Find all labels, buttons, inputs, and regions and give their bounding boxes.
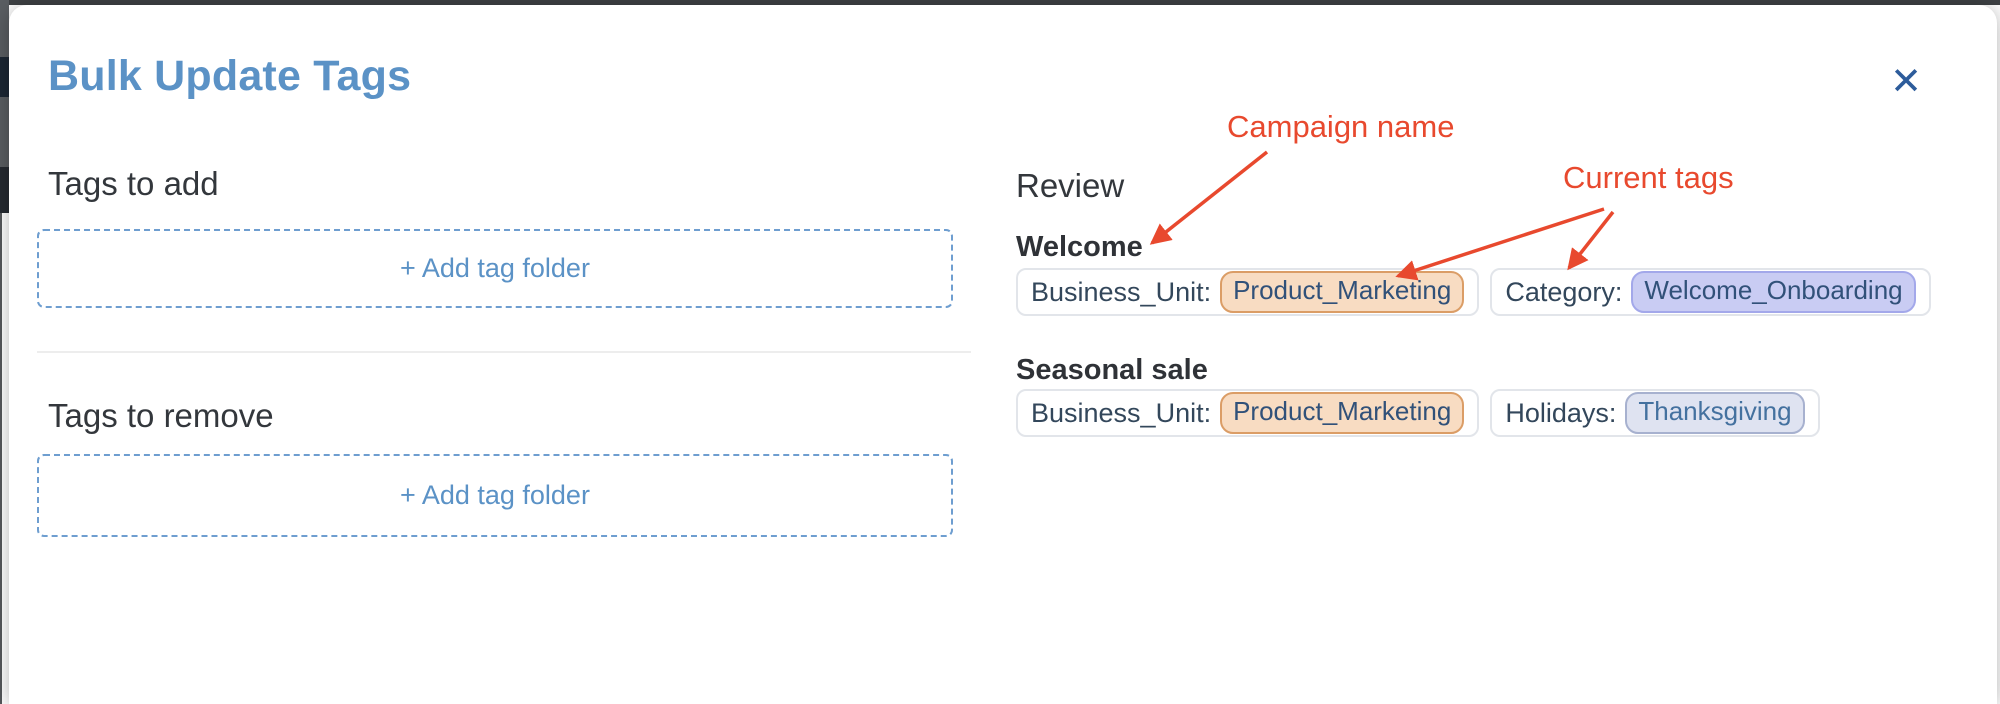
annotation-current-tags: Current tags <box>1563 160 1734 195</box>
add-tag-folder-dropzone-add[interactable]: + Add tag folder <box>37 229 953 308</box>
campaign-name-seasonal-sale: Seasonal sale <box>1016 354 1208 386</box>
annotation-campaign-name: Campaign name <box>1227 109 1455 144</box>
section-divider <box>37 351 971 353</box>
tag-group: Category: Welcome_Onboarding <box>1490 268 1931 316</box>
tag-pill: Welcome_Onboarding <box>1631 271 1916 313</box>
tag-pill: Product_Marketing <box>1220 271 1465 313</box>
tags-to-remove-heading: Tags to remove <box>48 397 274 434</box>
tag-pill: Product_Marketing <box>1220 392 1465 434</box>
backdrop-element <box>0 167 9 213</box>
tag-pill: Thanksgiving <box>1625 392 1805 434</box>
close-icon[interactable]: ✕ <box>1890 61 1922 103</box>
tag-folder-label: Holidays: <box>1505 397 1617 428</box>
add-tag-folder-dropzone-remove[interactable]: + Add tag folder <box>37 454 953 537</box>
tags-to-add-heading: Tags to add <box>48 165 219 202</box>
backdrop-left-line <box>0 213 2 704</box>
bulk-update-tags-modal <box>9 5 1997 704</box>
add-tag-folder-button[interactable]: + Add tag folder <box>400 253 590 283</box>
tag-row: Business_Unit: Product_Marketing Categor… <box>1016 268 1931 316</box>
review-heading: Review <box>1016 167 1125 204</box>
tag-group: Business_Unit: Product_Marketing <box>1016 268 1480 316</box>
tag-group: Business_Unit: Product_Marketing <box>1016 389 1480 437</box>
tag-folder-label: Category: <box>1505 276 1623 307</box>
tag-folder-label: Business_Unit: <box>1031 276 1212 307</box>
backdrop-top-edge <box>0 0 2000 5</box>
backdrop-element <box>0 57 9 97</box>
tag-group: Holidays: Thanksgiving <box>1490 389 1820 437</box>
campaign-name-welcome: Welcome <box>1016 231 1143 263</box>
modal-title: Bulk Update Tags <box>48 52 412 100</box>
tag-row: Business_Unit: Product_Marketing Holiday… <box>1016 389 1820 437</box>
tag-folder-label: Business_Unit: <box>1031 397 1212 428</box>
add-tag-folder-button[interactable]: + Add tag folder <box>400 480 590 510</box>
backdrop-left-edge <box>0 0 9 213</box>
